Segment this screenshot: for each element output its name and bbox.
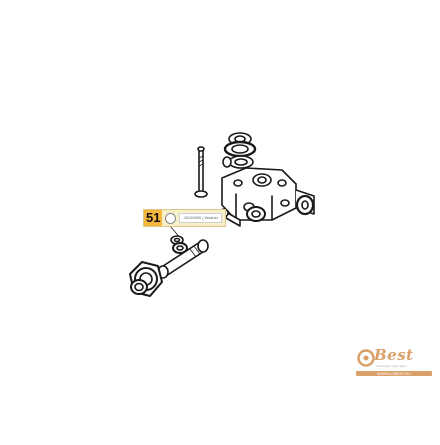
brand-mark-icon	[357, 349, 375, 367]
union-nut-part	[129, 261, 163, 297]
brand-wordmark: Best	[374, 346, 414, 364]
nozzle-pipe-part	[157, 239, 209, 279]
brand-logo: Best landmower spare parts WWW.LOBEST.HU	[354, 346, 434, 382]
part-callout-label[interactable]: 51 26100590 | Washer	[143, 209, 227, 227]
long-screw-part	[194, 146, 208, 198]
top-seal-rings	[222, 132, 257, 169]
brand-url: WWW.LOBEST.HU	[376, 371, 412, 376]
part-number-badge: 51	[144, 210, 163, 226]
washer-parts	[170, 235, 188, 254]
part-description: 26100590 | Washer	[179, 213, 223, 223]
brand-tagline: landmower spare parts	[376, 364, 407, 368]
brand-url-bar	[356, 371, 432, 376]
pump-body-part	[221, 167, 315, 222]
radio-dot-icon[interactable]	[165, 212, 177, 224]
